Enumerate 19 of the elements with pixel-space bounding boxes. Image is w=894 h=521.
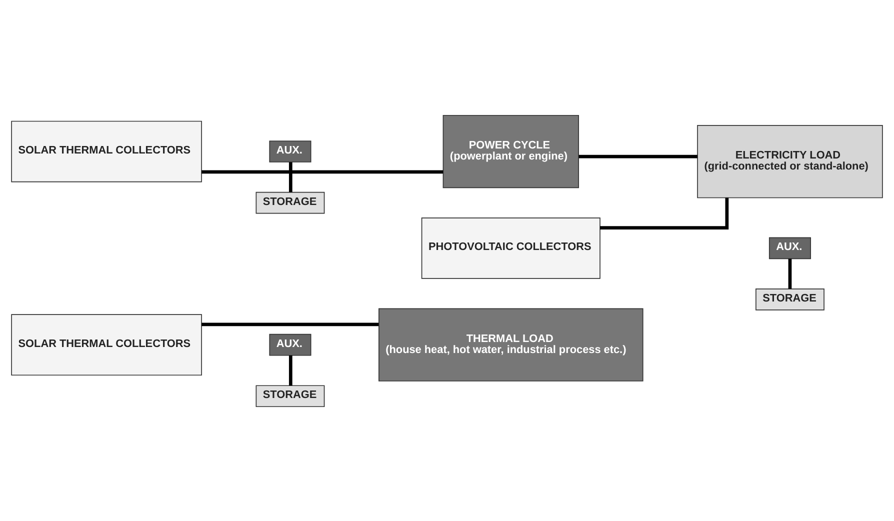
connector — [578, 154, 698, 158]
node-box: AUX. — [269, 140, 312, 162]
node-box: SOLAR THERMAL COLLECTORS — [11, 314, 202, 376]
connector — [788, 258, 792, 288]
node-box: AUX. — [269, 333, 312, 356]
node-box: ELECTRICITY LOAD (grid-connected or stand-alone) — [697, 124, 883, 198]
connector — [202, 322, 379, 326]
node-box: THERMAL LOAD (house heat, hot water, industrial process etc.) — [378, 308, 644, 381]
node-box: STORAGE — [256, 191, 325, 214]
connector — [202, 170, 443, 174]
node-box: AUX. — [768, 236, 811, 259]
connector — [288, 162, 292, 192]
node-box: PHOTOVOLTAIC COLLECTORS — [421, 217, 600, 278]
connector — [288, 354, 292, 386]
connector — [600, 197, 729, 229]
node-box: STORAGE — [256, 384, 325, 407]
node-box: POWER CYCLE (powerplant or engine) — [442, 114, 579, 188]
node-box: SOLAR THERMAL COLLECTORS — [11, 120, 202, 182]
node-box: STORAGE — [756, 288, 824, 310]
